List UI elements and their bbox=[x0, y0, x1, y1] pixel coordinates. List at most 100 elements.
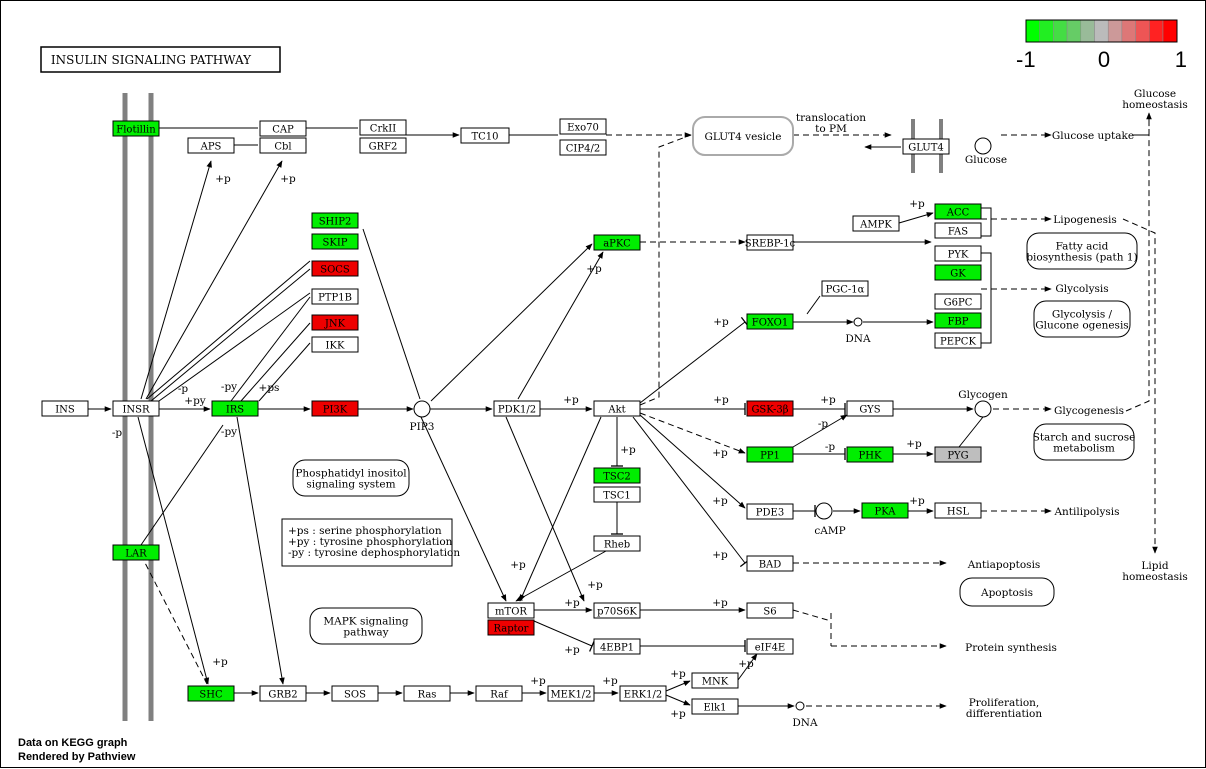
gene-box-phk[interactable] bbox=[846, 446, 894, 463]
gene-box-grb2[interactable] bbox=[259, 685, 307, 702]
gene-node-mnk[interactable]: MNK bbox=[691, 672, 739, 689]
gene-node-skip[interactable]: SKIP bbox=[311, 233, 359, 250]
gene-box-g6pc[interactable] bbox=[934, 293, 982, 310]
gene-node-pi3k[interactable]: PI3K bbox=[311, 400, 359, 417]
gene-box-rheb[interactable] bbox=[593, 535, 641, 552]
gene-box-shc[interactable] bbox=[187, 685, 235, 702]
gene-box-ikk[interactable] bbox=[311, 336, 359, 353]
gene-node-foxo1[interactable]: FOXO1 bbox=[746, 313, 794, 330]
gene-node-pyg[interactable]: PYG bbox=[934, 446, 982, 463]
gene-node-erk12[interactable]: ERK1/2 bbox=[619, 685, 667, 702]
gene-node-ptp1b[interactable]: PTP1B bbox=[311, 288, 359, 305]
gene-box-cap[interactable] bbox=[259, 120, 307, 137]
gene-node-apkc[interactable]: aPKC bbox=[593, 234, 641, 251]
gene-box-gk[interactable] bbox=[934, 264, 982, 281]
gene-box-tsc1[interactable] bbox=[593, 486, 641, 503]
gene-node-bad[interactable]: BAD bbox=[746, 555, 794, 572]
gene-box-irs[interactable] bbox=[211, 400, 259, 417]
gene-box-pp1[interactable] bbox=[746, 446, 794, 463]
pathway-box-glycolysis-path[interactable] bbox=[1033, 300, 1131, 338]
gene-node-acc[interactable]: ACC bbox=[934, 203, 982, 220]
gene-box-ptp1b[interactable] bbox=[311, 288, 359, 305]
gene-box-grf2[interactable] bbox=[359, 137, 407, 154]
gene-node-exo70[interactable]: Exo70 bbox=[559, 118, 607, 135]
gene-box-mnk[interactable] bbox=[691, 672, 739, 689]
gene-node-raptor[interactable]: Raptor bbox=[487, 619, 535, 636]
gene-node-fbp[interactable]: FBP bbox=[934, 312, 982, 329]
gene-box-srebp1c[interactable] bbox=[746, 234, 794, 251]
gene-node-cap[interactable]: CAP bbox=[259, 120, 307, 137]
pathway-box-mapk[interactable] bbox=[309, 607, 423, 645]
gene-node-ras[interactable]: Ras bbox=[403, 685, 451, 702]
gene-box-pyk[interactable] bbox=[934, 245, 982, 262]
gene-node-ins[interactable]: INS bbox=[41, 400, 89, 417]
gene-box-tc10[interactable] bbox=[460, 127, 510, 144]
gene-node-jnk[interactable]: JNK bbox=[311, 314, 359, 331]
gene-node-raf[interactable]: Raf bbox=[475, 685, 523, 702]
gene-box-socs[interactable] bbox=[311, 260, 359, 277]
gene-node-grb2[interactable]: GRB2 bbox=[259, 685, 307, 702]
gene-box-ins[interactable] bbox=[41, 400, 89, 417]
gene-box-lar[interactable] bbox=[112, 544, 160, 561]
gene-box-fas[interactable] bbox=[934, 222, 982, 239]
gene-box-cip42[interactable] bbox=[559, 139, 607, 156]
gene-node-crkii[interactable]: CrkII bbox=[359, 119, 407, 136]
gene-box-gys[interactable] bbox=[846, 400, 894, 417]
gene-node-insr[interactable]: INSR bbox=[112, 400, 160, 417]
gene-node-cbl[interactable]: Cbl bbox=[259, 137, 307, 154]
gene-box-crkii[interactable] bbox=[359, 119, 407, 136]
gene-box-jnk[interactable] bbox=[311, 314, 359, 331]
gene-box-s6[interactable] bbox=[746, 602, 794, 619]
gene-box-mtor[interactable] bbox=[487, 602, 535, 619]
gene-box-mek12[interactable] bbox=[547, 685, 595, 702]
gene-node-aps[interactable]: APS bbox=[187, 137, 235, 154]
gene-box-apkc[interactable] bbox=[593, 234, 641, 251]
gene-box-pyg[interactable] bbox=[934, 446, 982, 463]
gene-node-tc10[interactable]: TC10 bbox=[460, 127, 510, 144]
gene-box-fbp[interactable] bbox=[934, 312, 982, 329]
gene-box-skip[interactable] bbox=[311, 233, 359, 250]
gene-node-shc[interactable]: SHC bbox=[187, 685, 235, 702]
gene-node-ikk[interactable]: IKK bbox=[311, 336, 359, 353]
gene-node-pka[interactable]: PKA bbox=[861, 502, 909, 519]
gene-node-grf2[interactable]: GRF2 bbox=[359, 137, 407, 154]
pathway-box-apoptosis-path[interactable] bbox=[959, 577, 1055, 607]
gene-node-pyk[interactable]: PYK bbox=[934, 245, 982, 262]
gene-node-mtor[interactable]: mTOR bbox=[487, 602, 535, 619]
pathway-box-phosphatidyl[interactable] bbox=[292, 459, 410, 497]
gene-node-hsl[interactable]: HSL bbox=[934, 502, 982, 519]
gene-node-lar[interactable]: LAR bbox=[112, 544, 160, 561]
gene-node-pdk12[interactable]: PDK1/2 bbox=[493, 400, 541, 417]
gene-node-pp1[interactable]: PP1 bbox=[746, 446, 794, 463]
gene-box-glut4[interactable] bbox=[902, 138, 950, 155]
gene-box-pdk12[interactable] bbox=[493, 400, 541, 417]
gene-box-pgc1a[interactable] bbox=[821, 280, 869, 297]
gene-node-phk[interactable]: PHK bbox=[846, 446, 894, 463]
gene-box-pi3k[interactable] bbox=[311, 400, 359, 417]
gene-node-mek12[interactable]: MEK1/2 bbox=[547, 685, 595, 702]
gene-node-srebp1c[interactable]: SREBP-1c bbox=[745, 234, 796, 251]
pathway-box-fatty-acid[interactable] bbox=[1026, 232, 1138, 270]
gene-box-cbl[interactable] bbox=[259, 137, 307, 154]
gene-box-ship2[interactable] bbox=[311, 212, 359, 229]
gene-box-pepck[interactable] bbox=[934, 332, 982, 349]
gene-box-raf[interactable] bbox=[475, 685, 523, 702]
gene-box-eif4e[interactable] bbox=[746, 638, 794, 655]
gene-node-cip42[interactable]: CIP4/2 bbox=[559, 139, 607, 156]
gene-box-pka[interactable] bbox=[861, 502, 909, 519]
gene-node-gys[interactable]: GYS bbox=[846, 400, 894, 417]
gene-box-flotillin[interactable] bbox=[112, 120, 160, 137]
gene-box-tsc2[interactable] bbox=[593, 467, 641, 484]
gene-box-sos[interactable] bbox=[331, 685, 379, 702]
gene-node-ebp1[interactable]: 4EBP1 bbox=[593, 638, 641, 655]
pathway-box-starch[interactable] bbox=[1033, 423, 1135, 461]
gene-node-akt[interactable]: Akt bbox=[593, 400, 641, 417]
gene-node-pepck[interactable]: PEPCK bbox=[934, 332, 982, 349]
gene-node-glut4[interactable]: GLUT4 bbox=[902, 138, 950, 155]
gene-box-hsl[interactable] bbox=[934, 502, 982, 519]
pathway-glut4-vesicle[interactable]: GLUT4 vesicle bbox=[692, 116, 794, 156]
pathway-glycolysis-path[interactable]: Glycolysis /Glucone ogenesis bbox=[1033, 300, 1131, 338]
